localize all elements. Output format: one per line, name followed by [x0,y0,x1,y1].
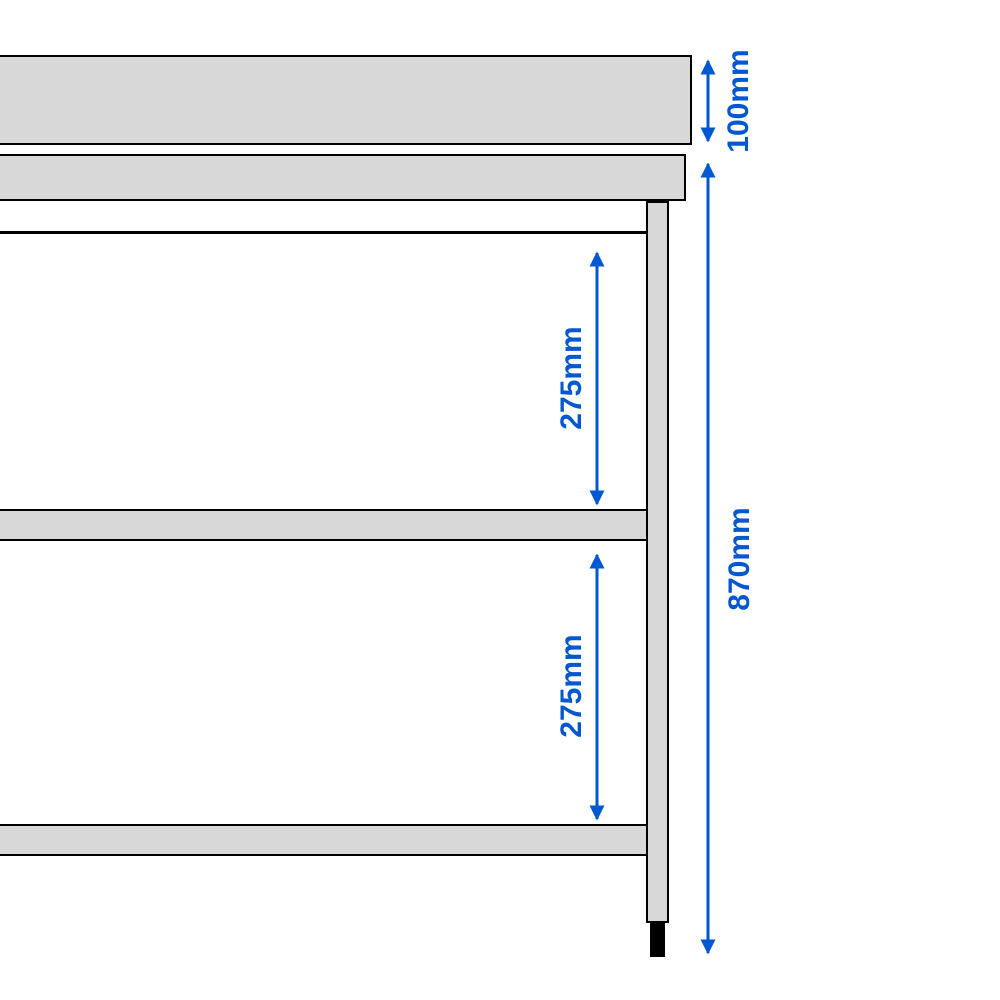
bottom-shelf [0,824,648,856]
dim-label-upper-clearance: 275mm [555,326,588,430]
dim-label-overall-height: 870mm [723,507,756,611]
table-leg [646,201,669,923]
leg-adjustable-foot [650,923,665,957]
dim-label-lower-clearance: 275mm [555,634,588,738]
backsplash-panel [0,55,692,145]
middle-shelf [0,509,648,541]
tabletop [0,154,686,201]
frame-rail [0,231,648,234]
dim-label-backsplash-height: 100mm [722,49,755,153]
